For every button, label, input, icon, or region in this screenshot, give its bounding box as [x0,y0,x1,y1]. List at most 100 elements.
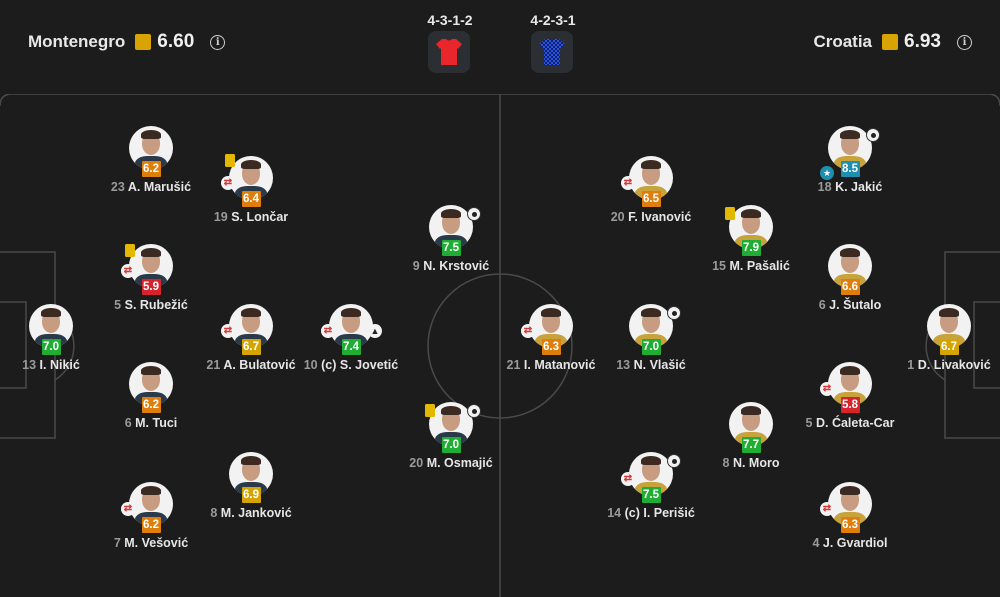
player-card[interactable]: 7.7 8 N. Moro [696,402,806,470]
match-header: Montenegro 6.60 i 4-3-1-2 4-2-3-1 Croati… [0,0,1000,94]
player-rating: 7.7 [741,437,761,453]
player-rating: 6.5 [641,191,661,207]
player-card[interactable]: 7.4 10 (c) S. Jovetić ⇄ ▲ [296,304,406,372]
player-rating: 5.8 [840,397,860,413]
home-team-rating: 6.60 [157,31,195,52]
player-card[interactable]: 6.2 6 M. Tuci [96,362,206,430]
substitution-icon: ⇄ [121,264,135,278]
player-card[interactable]: 7.0 13 N. Vlašić [596,304,706,372]
player-name: 5 D. Ćaleta-Car [805,416,895,430]
home-formation: 4-3-1-2 [427,12,473,28]
goal-icon [467,404,481,418]
player-name: 15 M. Pašalić [712,259,790,273]
player-name: 7 M. Vešović [113,536,189,550]
player-card[interactable]: 7.0 13 I. Nikić [0,304,106,372]
player-rating: 7.4 [341,339,361,355]
player-avatar [729,205,773,249]
player-name: 8 M. Janković [210,506,292,520]
player-name: 6 M. Tuci [124,416,178,430]
player-card[interactable]: 8.5 18 K. Jakić ★ [795,126,905,194]
player-rating: 6.3 [840,517,860,533]
away-rating-box [882,34,899,50]
player-card[interactable]: 6.3 21 I. Matanović ⇄ [496,304,606,372]
substitution-icon: ⇄ [820,382,834,396]
player-name: 5 S. Rubežić [114,298,188,312]
player-avatar [129,244,173,288]
info-icon[interactable]: i [957,34,972,50]
player-rating: 6.9 [241,487,261,503]
goal-icon [667,454,681,468]
player-rating: 5.9 [141,279,161,295]
player-name: 23 A. Marušić [110,180,192,194]
player-rating: 6.6 [840,279,860,295]
player-card[interactable]: 6.3 4 J. Gvardiol ⇄ [795,482,905,550]
away-formation: 4-2-3-1 [530,12,576,28]
player-rating: 7.0 [41,339,61,355]
player-name: 9 N. Krstović [412,259,490,273]
yellow-card-icon [425,404,435,417]
player-card[interactable]: 5.9 5 S. Rubežić ⇄ [96,244,206,312]
player-card[interactable]: 6.7 1 D. Livaković [894,304,1000,372]
player-rating: 7.0 [441,437,461,453]
player-name: 6 J. Šutalo [818,298,882,312]
away-team-name: Croatia [813,32,873,51]
player-card[interactable]: 6.4 19 S. Lončar ⇄ [196,154,306,224]
substitution-icon: ⇄ [621,176,635,190]
player-name: 18 K. Jakić [817,180,883,194]
player-rating: 6.7 [939,339,959,355]
substitution-icon: ⇄ [221,176,235,190]
player-card[interactable]: 6.7 21 A. Bulatović ⇄ [196,304,306,372]
player-card[interactable]: 7.9 15 M. Pašalić [696,205,806,273]
player-name: 21 A. Bulatović [206,358,296,372]
player-card[interactable]: 7.5 14 (c) I. Perišić ⇄ [596,452,706,520]
player-name: 13 I. Nikić [22,358,80,372]
substitution-icon: ⇄ [621,472,635,486]
player-rating: 7.0 [641,339,661,355]
player-name: 14 (c) I. Perišić [607,506,695,520]
yellow-card-icon [125,244,135,257]
player-card[interactable]: 6.9 8 M. Janković [196,452,306,520]
player-name: 20 F. Ivanović [610,210,692,224]
player-name: 13 N. Vlašić [616,358,686,372]
home-team-name: Montenegro [28,32,126,51]
home-kit-icon [428,31,470,73]
yellow-card-icon [225,154,235,167]
player-name: 8 N. Moro [722,456,780,470]
player-card[interactable]: 7.5 9 N. Krstović [396,205,506,273]
player-name: 1 D. Livaković [907,358,991,372]
yellow-card-icon [725,207,735,220]
player-card[interactable]: 6.2 7 M. Vešović ⇄ [96,482,206,550]
player-name: 20 M. Osmajić [409,456,493,470]
player-card[interactable]: 5.8 5 D. Ćaleta-Car ⇄ [795,362,905,430]
player-name: 10 (c) S. Jovetić [303,358,399,372]
player-rating: 6.2 [141,517,161,533]
player-avatar [129,482,173,526]
player-name: 21 I. Matanović [506,358,596,372]
info-icon[interactable]: i [210,34,226,50]
substitution-icon: ⇄ [820,502,834,516]
goal-icon [866,128,880,142]
substitution-icon: ⇄ [121,502,135,516]
player-rating: 6.2 [141,397,161,413]
assist-boot-icon: ▲ [368,324,382,338]
away-team: Croatia 6.93 i [813,31,972,53]
player-rating: 6.4 [241,191,261,207]
player-rating: 7.9 [741,240,761,256]
player-card[interactable]: 7.0 20 M. Osmajić [396,402,506,470]
away-kit-icon [531,31,573,73]
player-rating: 8.5 [840,161,860,177]
substitution-icon: ⇄ [321,324,335,338]
player-card[interactable]: 6.6 6 J. Šutalo [795,244,905,312]
substitution-icon: ⇄ [521,324,535,338]
player-avatar [729,402,773,446]
player-name: 19 S. Lončar [213,210,289,224]
player-card[interactable]: 6.5 20 F. Ivanović ⇄ [596,156,706,224]
player-rating: 7.5 [641,487,661,503]
player-name: 4 J. Gvardiol [812,536,888,550]
player-card[interactable]: 6.2 23 A. Marušić [96,126,206,194]
pitch: 6.2 23 A. Marušić 6.4 19 S. Lončar ⇄ 5.9… [0,94,1000,597]
player-rating: 7.5 [441,240,461,256]
player-rating: 6.3 [541,339,561,355]
goal-icon [667,306,681,320]
home-rating-box [135,34,152,50]
